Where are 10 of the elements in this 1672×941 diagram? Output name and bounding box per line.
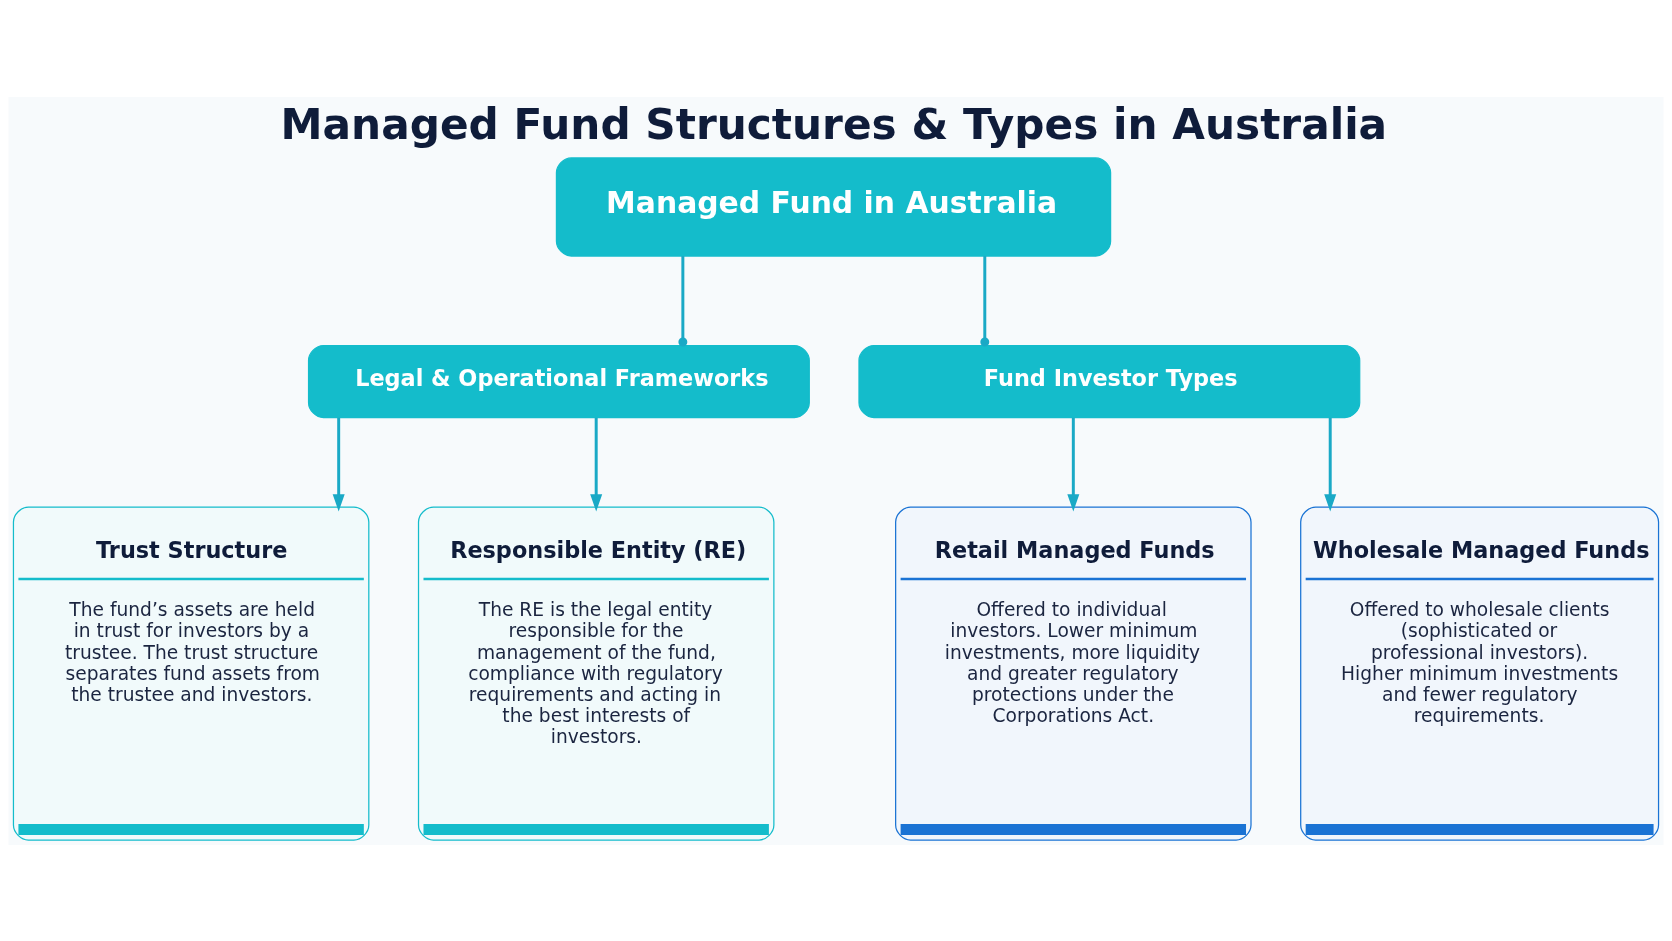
arrow bbox=[1067, 417, 1080, 511]
arrow bbox=[332, 417, 345, 511]
node-box: Managed Fund in Australia bbox=[555, 156, 1112, 257]
arrow bbox=[1324, 417, 1337, 511]
node-box: Legal & Operational Frameworks bbox=[307, 344, 810, 418]
connector bbox=[678, 255, 688, 346]
diagram-title: Managed Fund Structures & Types in Australia bbox=[280, 99, 1388, 149]
connector bbox=[980, 255, 990, 346]
node-box: Fund Investor Types bbox=[858, 344, 1361, 418]
arrow bbox=[590, 417, 603, 511]
